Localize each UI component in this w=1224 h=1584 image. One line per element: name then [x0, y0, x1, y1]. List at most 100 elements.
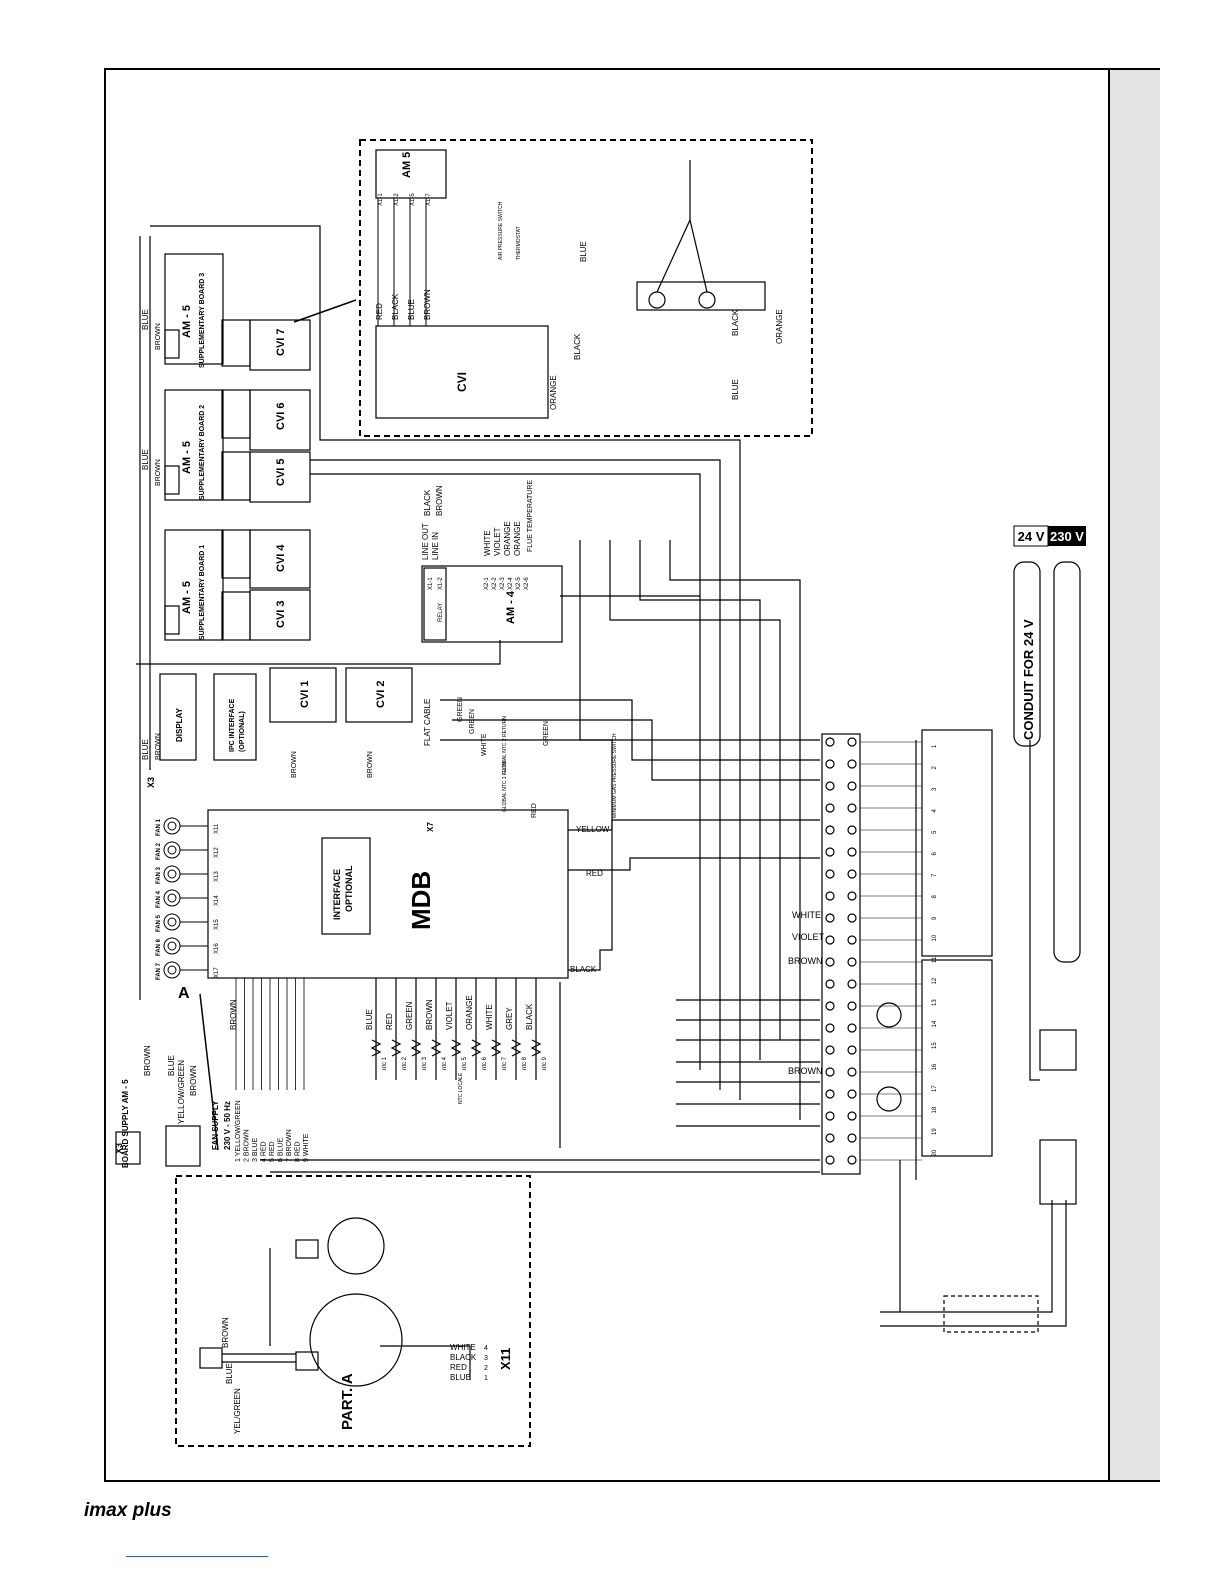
am5-red-wire-label: RED: [375, 303, 384, 320]
terminal-screw: [847, 737, 857, 747]
am4-title: AM - 4: [505, 590, 517, 624]
terminal-number: 16: [932, 1063, 938, 1070]
terminal-screw: [825, 869, 835, 879]
x11-wire-label: BLUE: [450, 1373, 471, 1382]
am5-blue-wire-label: BLUE: [579, 241, 588, 262]
terminal-screw: [847, 847, 857, 857]
am4-box: [421, 565, 563, 643]
thermostat-label: THERMOSTAT: [516, 226, 522, 260]
terminal-screw: [847, 1001, 857, 1011]
terminal-screw: [847, 1111, 857, 1121]
cvi1-box: [269, 667, 337, 723]
cvi2-box: [345, 667, 413, 723]
gas-black-wire-label: BLACK: [731, 309, 740, 336]
am4-pin-label: X1-1: [428, 577, 434, 590]
fan-connector-label: X11: [214, 823, 220, 834]
mdb-wire-label: YELLOW: [576, 825, 610, 834]
ipc-interface-box: [213, 673, 257, 761]
board3-blue-label: BLUE: [141, 309, 150, 330]
supply-wire-label: 3 BLUE: [252, 1138, 259, 1162]
am5-board-1-title: AM - 5: [181, 581, 193, 614]
am4-white-label: WHITE: [483, 530, 492, 556]
terminal-number: 11: [932, 956, 938, 963]
terminal-screw: [825, 1067, 835, 1077]
terminal-screw: [847, 1023, 857, 1033]
cvi-orange-wire-label: ORANGE: [549, 375, 558, 410]
terminal-screw: [825, 935, 835, 945]
mdb-brown-label: BROWN: [229, 999, 238, 1030]
supply-wire-label: 2 BROWN: [244, 1129, 251, 1162]
am5-black-wire-label: BLACK: [391, 293, 400, 320]
fan-circle: [163, 913, 181, 931]
terminal-screw: [847, 825, 857, 835]
terminal-screw: [847, 913, 857, 923]
am5-board-2-title: AM - 5: [181, 441, 193, 474]
ntc-wire-label: BLACK: [525, 1003, 534, 1030]
footer-brand: imax plus: [84, 1500, 172, 1521]
terminal-screw: [825, 891, 835, 901]
x11-pin-label: 4: [484, 1345, 488, 1352]
footer-underline: [126, 1556, 268, 1557]
flat-red-label: RED: [531, 803, 538, 818]
fan-connector-label: X16: [214, 943, 220, 954]
fan-circle: [163, 889, 181, 907]
line-out-label: LINE OUT: [421, 523, 430, 560]
x11-wire-label: WHITE: [450, 1343, 476, 1352]
flue-temp-label: FLUE TEMPERATURE: [527, 480, 534, 552]
am4-black-label: BLACK: [423, 489, 432, 516]
cvi7-label: CVI 7: [275, 328, 287, 356]
supply-wire-label: 9 WHITE: [303, 1133, 310, 1162]
ntc-label: ntc 5: [462, 1056, 468, 1070]
mdb-interface-line2: OPTIONAL: [344, 865, 354, 912]
terminal-number: 19: [932, 1128, 938, 1135]
am5-board-3-subtitle: SUPPLEMENTARY BOARD 3: [199, 273, 206, 368]
terminal-screw: [847, 979, 857, 989]
terminal-number: 1: [932, 744, 938, 748]
ntc-locale-label: NTC LOCALE: [458, 1072, 464, 1104]
fan-circle: [163, 865, 181, 883]
supply-wire-label: 6 BLUE: [278, 1138, 285, 1162]
part-a-blue-label: BLUE: [225, 1363, 234, 1384]
cvi2-brown-label: BROWN: [367, 751, 374, 778]
terminal-number: 15: [932, 1042, 938, 1049]
part-a-brown-label: BROWN: [221, 1317, 230, 1348]
terminal-screw: [825, 825, 835, 835]
terminal-number: 7: [932, 873, 938, 877]
mdb-interface-box: [321, 837, 371, 935]
fan-voltage-label: 230 V - 50 Hz: [223, 1101, 232, 1150]
fan-label: FAN 7: [156, 962, 162, 980]
terminal-screw: [825, 1111, 835, 1121]
cvi4-label: CVI 4: [275, 544, 287, 572]
ntc-label: ntc 6: [482, 1056, 488, 1070]
terminal-screw: [847, 1155, 857, 1165]
terminal-screw: [825, 1045, 835, 1055]
supply-wire-label: 7 BROWN: [286, 1129, 293, 1162]
x11-wire-label: RED: [450, 1363, 467, 1372]
voltage-24v-label: 24 V: [1018, 529, 1045, 544]
am5-pin-label: X1-5: [410, 193, 416, 206]
terminal-wire-label: BROWN: [788, 1066, 823, 1076]
relay-label: RELAY: [438, 603, 444, 622]
fan-circle: [163, 817, 181, 835]
terminal-number: 9: [932, 916, 938, 920]
terminal-screw: [825, 803, 835, 813]
x11-label: X11: [498, 1348, 513, 1370]
am5-pin-label: X1-7: [426, 193, 432, 206]
ntc-label: ntc 8: [522, 1056, 528, 1070]
fan-motor-upper: [327, 1217, 385, 1275]
terminal-screw: [847, 1133, 857, 1143]
terminal-screw: [825, 759, 835, 769]
ntc-wire-label: BLUE: [365, 1009, 374, 1030]
voltage-230v-label: 230 V: [1050, 529, 1084, 544]
ntc-label: ntc 4: [442, 1056, 448, 1070]
terminal-number: 5: [932, 830, 938, 834]
x11-pin-label: 2: [484, 1365, 488, 1372]
cvi-board: [375, 325, 549, 419]
terminal-number: 2: [932, 766, 938, 770]
mdb-x7-label: X7: [426, 822, 435, 832]
cvi-black-wire-label: BLACK: [573, 333, 582, 360]
display-blue-label: BLUE: [141, 739, 150, 760]
mdb-title: MDB: [406, 871, 436, 930]
part-a-label: PART. A: [339, 1373, 356, 1430]
